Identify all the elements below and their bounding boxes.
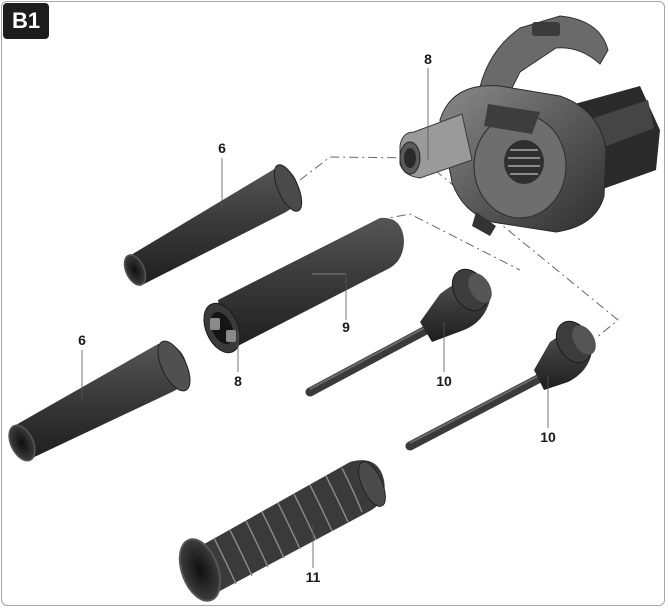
callout-tube-clip: 8 xyxy=(234,373,242,389)
leader-lines xyxy=(81,68,549,568)
assembly-path-lines xyxy=(299,156,619,339)
suction-nozzle-bottom xyxy=(405,320,596,451)
cone-nozzle-top xyxy=(123,164,303,286)
suction-nozzle-top xyxy=(305,268,492,397)
callout-suction-bottom: 10 xyxy=(540,429,556,445)
cone-nozzle-bottom xyxy=(8,340,191,462)
callout-nozzle-top: 6 xyxy=(218,140,226,156)
callout-nozzle-bottom: 6 xyxy=(78,332,86,348)
callout-blower-clip: 8 xyxy=(424,51,432,67)
extension-tube xyxy=(203,217,404,354)
flexible-hose xyxy=(178,460,386,602)
figure-badge: B1 xyxy=(3,3,49,39)
callout-suction-top: 10 xyxy=(436,373,452,389)
callout-tube: 9 xyxy=(342,319,350,335)
callout-hose: 11 xyxy=(306,569,321,585)
blower-tool xyxy=(399,15,660,236)
